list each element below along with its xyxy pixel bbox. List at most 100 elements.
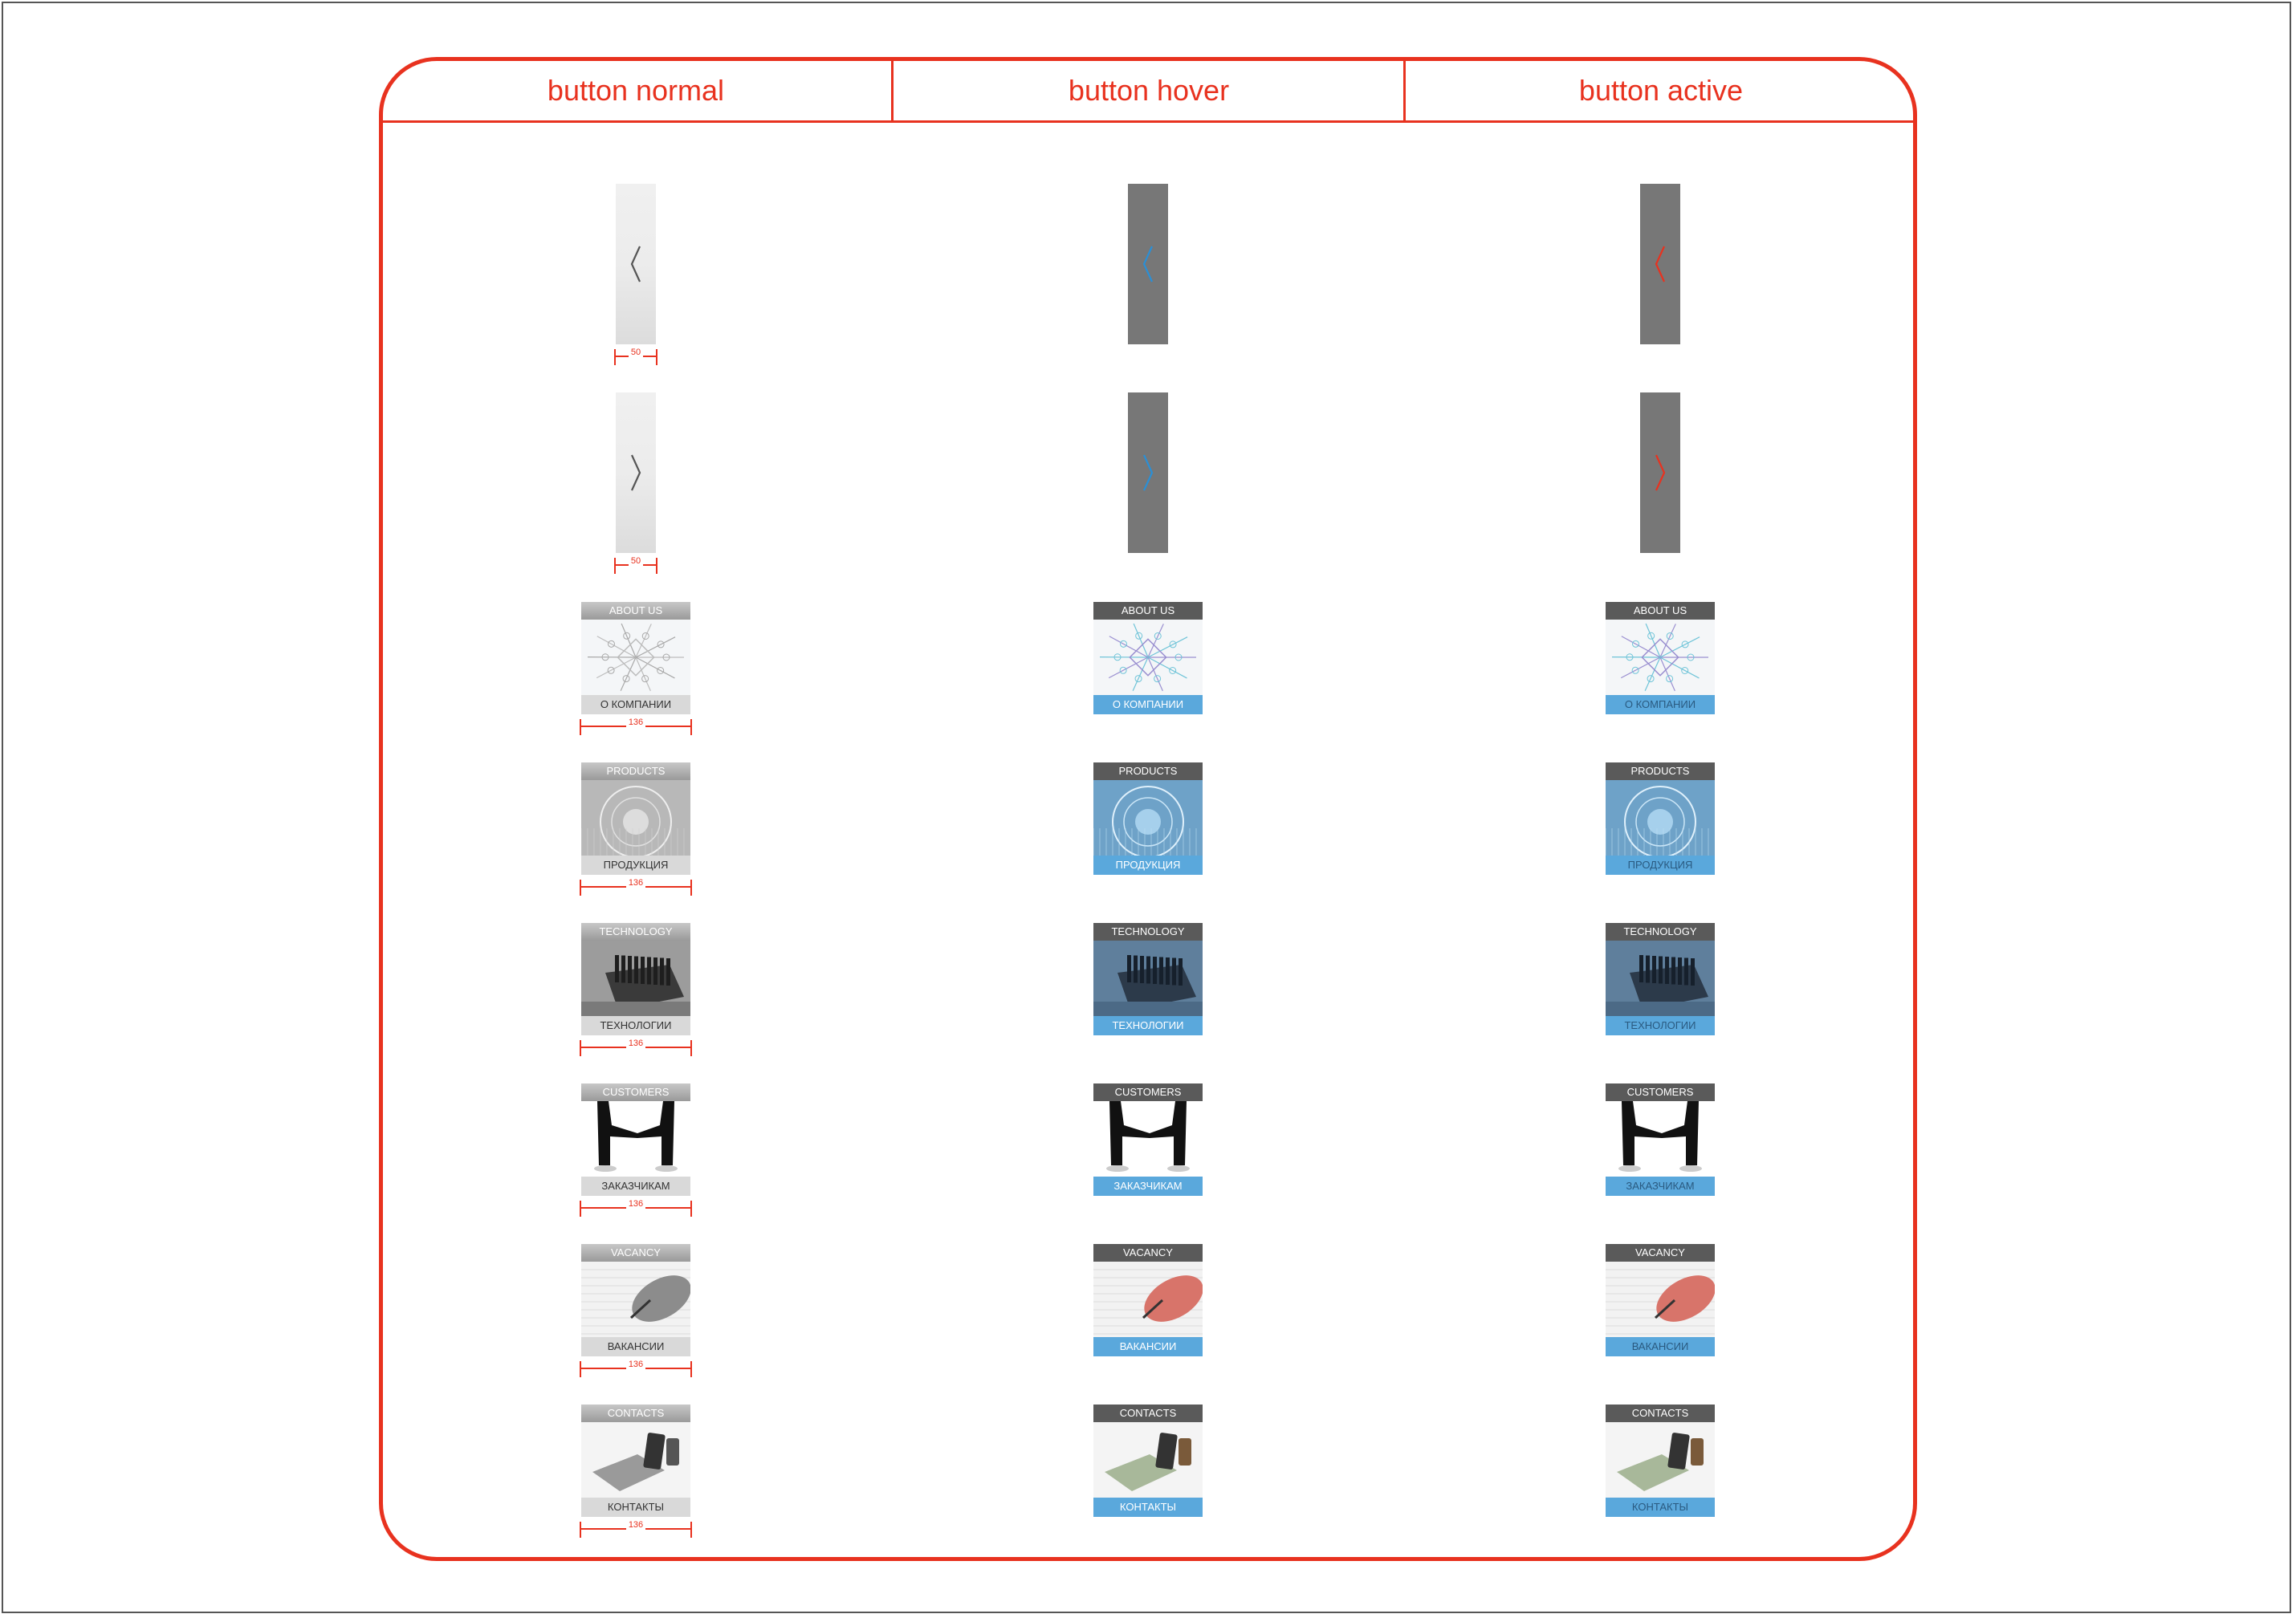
tile-title-en: TECHNOLOGY — [581, 923, 690, 941]
tile-title-ru: ТЕХНОЛОГИИ — [1093, 1016, 1203, 1035]
tile-title-ru: ВАКАНСИИ — [1606, 1337, 1715, 1356]
menu-tile-technology-active[interactable]: TECHNOLOGY ТЕХНОЛОГИИ — [1606, 923, 1715, 1035]
tile-title-ru: О КОМПАНИИ — [1606, 695, 1715, 714]
tile-title-ru: ЗАКАЗЧИКАМ — [581, 1177, 690, 1196]
tile-title-en: ABOUT US — [581, 602, 690, 620]
chevron-left-icon — [1655, 246, 1666, 283]
chevron-right-icon — [1142, 454, 1154, 491]
next-arrow-button-hover[interactable] — [1128, 392, 1168, 553]
tile-image — [581, 620, 690, 695]
tile-title-ru: КОНТАКТЫ — [1093, 1498, 1203, 1517]
width-dimension-marker: 136 — [580, 1199, 692, 1217]
dimension-label: 136 — [625, 718, 646, 727]
tile-title-en: VACANCY — [581, 1244, 690, 1262]
tile-title-ru: О КОМПАНИИ — [1093, 695, 1203, 714]
prev-arrow-button-active[interactable] — [1640, 184, 1680, 344]
prev-arrow-button-normal[interactable] — [616, 184, 656, 344]
spec-frame — [379, 57, 1917, 1561]
tile-title-en: TECHNOLOGY — [1606, 923, 1715, 941]
width-dimension-marker: 136 — [580, 878, 692, 896]
dimension-label: 136 — [625, 1199, 646, 1209]
menu-tile-about-normal[interactable]: ABOUT US О КОМПАНИИ — [581, 602, 690, 714]
tile-image — [581, 941, 690, 1016]
tile-image — [1606, 780, 1715, 858]
tile-title-en: ABOUT US — [1606, 602, 1715, 620]
tile-title-ru: КОНТАКТЫ — [581, 1498, 690, 1517]
tile-title-ru: О КОМПАНИИ — [581, 695, 690, 714]
menu-tile-customers-normal[interactable]: CUSTOMERS ЗАКАЗЧИКАМ — [581, 1083, 690, 1196]
tile-image — [1093, 620, 1203, 695]
tile-image — [1606, 941, 1715, 1016]
tile-title-ru: ПРОДУКЦИЯ — [1093, 856, 1203, 875]
tile-title-en: PRODUCTS — [1093, 762, 1203, 780]
next-arrow-button-normal[interactable] — [616, 392, 656, 553]
dimension-label: 50 — [628, 348, 644, 357]
next-arrow-button-active[interactable] — [1640, 392, 1680, 553]
tile-image — [1093, 1101, 1203, 1177]
tile-title-ru: ВАКАНСИИ — [1093, 1337, 1203, 1356]
tile-title-ru: ВАКАНСИИ — [581, 1337, 690, 1356]
tile-image — [1606, 620, 1715, 695]
menu-tile-vacancy-active[interactable]: VACANCY ВАКАНСИИ — [1606, 1244, 1715, 1356]
menu-tile-about-active[interactable]: ABOUT US О КОМПАНИИ — [1606, 602, 1715, 714]
column-title-normal: button normal — [547, 74, 725, 107]
width-dimension-marker: 136 — [580, 1360, 692, 1377]
tile-image — [581, 1101, 690, 1177]
tile-title-en: PRODUCTS — [581, 762, 690, 780]
tile-title-ru: ТЕХНОЛОГИИ — [1606, 1016, 1715, 1035]
tile-title-en: CONTACTS — [1606, 1405, 1715, 1422]
width-dimension-marker: 136 — [580, 1039, 692, 1056]
tile-title-ru: ПРОДУКЦИЯ — [1606, 856, 1715, 875]
menu-tile-customers-active[interactable]: CUSTOMERS ЗАКАЗЧИКАМ — [1606, 1083, 1715, 1196]
dimension-label: 136 — [625, 1360, 646, 1369]
tile-image — [581, 780, 690, 858]
menu-tile-about-hover[interactable]: ABOUT US О КОМПАНИИ — [1093, 602, 1203, 714]
chevron-left-icon — [1142, 246, 1154, 283]
tile-image — [1606, 1101, 1715, 1177]
tile-title-en: CONTACTS — [581, 1405, 690, 1422]
menu-tile-contacts-normal[interactable]: CONTACTS КОНТАКТЫ — [581, 1405, 690, 1517]
tile-title-ru: ЗАКАЗЧИКАМ — [1606, 1177, 1715, 1196]
tile-title-ru: ТЕХНОЛОГИИ — [581, 1016, 690, 1035]
tile-image — [1606, 1262, 1715, 1337]
chevron-left-icon — [630, 246, 641, 283]
width-dimension-marker: 136 — [580, 1520, 692, 1538]
column-divider — [1403, 60, 1406, 121]
dimension-label: 136 — [625, 1039, 646, 1048]
tile-title-ru: ЗАКАЗЧИКАМ — [1093, 1177, 1203, 1196]
menu-tile-technology-normal[interactable]: TECHNOLOGY ТЕХНОЛОГИИ — [581, 923, 690, 1035]
tile-image — [581, 1262, 690, 1337]
menu-tile-products-hover[interactable]: PRODUCTS ПРОДУКЦИЯ — [1093, 762, 1203, 875]
tile-title-en: TECHNOLOGY — [1093, 923, 1203, 941]
dimension-label: 136 — [625, 878, 646, 888]
chevron-right-icon — [1655, 454, 1666, 491]
dimension-label: 136 — [625, 1520, 646, 1530]
tile-image — [1093, 941, 1203, 1016]
width-dimension-marker: 136 — [580, 718, 692, 735]
tile-image — [1093, 780, 1203, 858]
dimension-label: 50 — [628, 556, 644, 566]
column-divider — [891, 60, 894, 121]
tile-image — [1606, 1422, 1715, 1498]
tile-title-en: CUSTOMERS — [581, 1083, 690, 1101]
menu-tile-products-active[interactable]: PRODUCTS ПРОДУКЦИЯ — [1606, 762, 1715, 875]
tile-title-en: ABOUT US — [1093, 602, 1203, 620]
width-dimension-marker: 50 — [614, 348, 657, 365]
tile-title-en: VACANCY — [1606, 1244, 1715, 1262]
chevron-right-icon — [630, 454, 641, 491]
tile-title-en: CUSTOMERS — [1606, 1083, 1715, 1101]
menu-tile-vacancy-normal[interactable]: VACANCY ВАКАНСИИ — [581, 1244, 690, 1356]
prev-arrow-button-hover[interactable] — [1128, 184, 1168, 344]
menu-tile-technology-hover[interactable]: TECHNOLOGY ТЕХНОЛОГИИ — [1093, 923, 1203, 1035]
width-dimension-marker: 50 — [614, 556, 657, 574]
column-title-hover: button hover — [1068, 74, 1230, 107]
tile-image — [581, 1422, 690, 1498]
tile-image — [1093, 1262, 1203, 1337]
tile-title-en: PRODUCTS — [1606, 762, 1715, 780]
